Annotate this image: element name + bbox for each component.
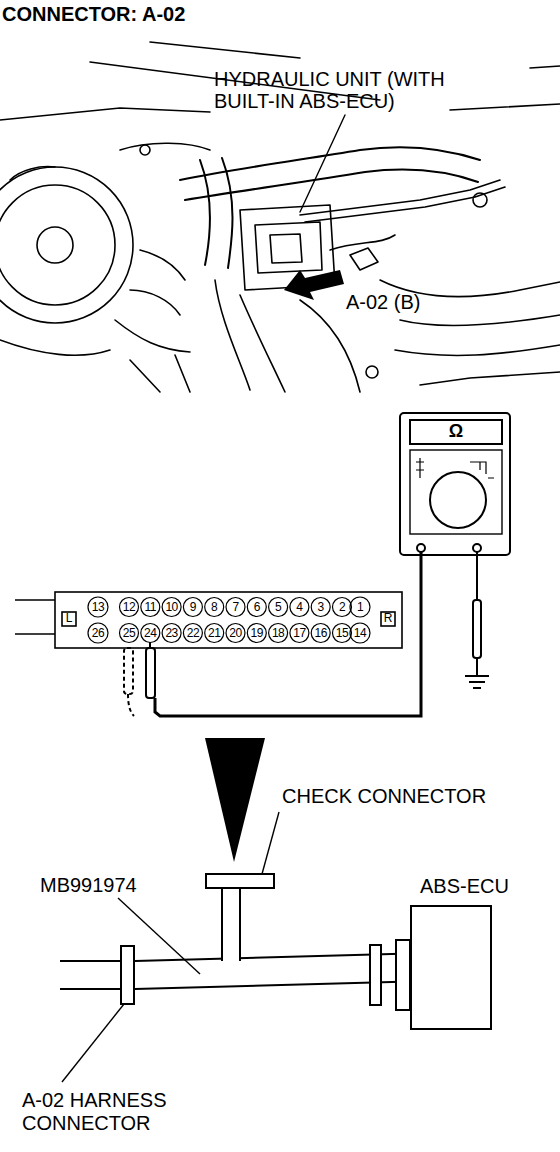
meter-symbol: Ω (449, 422, 463, 442)
pin-number: 4 (296, 601, 302, 613)
pin-number: 12 (123, 601, 135, 613)
pin-circle (162, 624, 181, 643)
pin-circle (333, 598, 352, 617)
ecu-box: ABS-ECU (410, 905, 492, 1030)
pin-circle (226, 598, 245, 617)
pin-number: 26 (92, 627, 104, 639)
pin-circle (269, 624, 288, 643)
pin-number: 21 (208, 627, 220, 639)
pin-circle (162, 598, 181, 617)
pin-circle (183, 598, 202, 617)
pin-number: 5 (275, 601, 281, 613)
pin-number: 8 (211, 601, 217, 613)
pin-number: 17 (293, 627, 305, 639)
pin-number: 2 (339, 601, 345, 613)
harness-connector-line (135, 954, 410, 990)
pin-number: 15 (336, 627, 348, 639)
harness-connector: A-02 HARNESS CONNECTOR (120, 945, 135, 1005)
pin-circle (247, 598, 266, 617)
pin-number: 18 (272, 627, 284, 639)
pin-circle (88, 597, 108, 617)
pin-circle (205, 624, 224, 643)
pin-number: 7 (232, 601, 238, 613)
pin-number: 3 (318, 601, 324, 613)
pin-number: 1 (357, 601, 363, 613)
pin-circle (226, 624, 245, 643)
pin-number: 10 (165, 601, 177, 613)
pin-number: 24 (144, 627, 156, 639)
connector-label: A-02 (B) (346, 291, 420, 313)
node-label: CHECK CONNECTOR (282, 785, 486, 808)
pin-circle (88, 623, 108, 643)
pin-number: 13 (92, 601, 104, 613)
part-label: HYDRAULIC UNIT (WITH BUILT-IN ABS-ECU) (214, 68, 464, 112)
pin-circle (350, 597, 370, 617)
pin-circle (183, 624, 202, 643)
pin-circle (120, 598, 139, 617)
pin-number: 11 (145, 601, 156, 613)
node-label: A-02 HARNESS CONNECTOR (22, 1089, 192, 1135)
pin-number: 23 (165, 627, 177, 639)
pin-circle (311, 624, 330, 643)
pin-number: 6 (254, 601, 260, 613)
pin-circle (205, 598, 224, 617)
pin-number: 25 (123, 627, 135, 639)
tool-number: MB991974 (40, 874, 137, 896)
side-mark: R (384, 612, 393, 625)
pin-number: 22 (187, 627, 199, 639)
pin-circle (269, 598, 288, 617)
pin-circle (311, 598, 330, 617)
side-mark: L (66, 612, 73, 625)
pin-circle (350, 623, 370, 643)
pin-circle (120, 624, 139, 643)
diagram-title: CONNECTOR: A-02 (2, 3, 185, 25)
pin-number: 14 (354, 627, 366, 639)
pin-circle (141, 598, 160, 617)
pin-circle (290, 598, 309, 617)
pin-circle (141, 624, 160, 643)
pin-number: 19 (251, 627, 263, 639)
node-label: ABS-ECU (420, 875, 509, 898)
pin-number: 9 (190, 601, 196, 613)
pin-circle (290, 624, 309, 643)
check-connector: CHECK CONNECTOR (205, 873, 275, 889)
pin-circle (247, 624, 266, 643)
pin-number: 16 (315, 627, 327, 639)
pin-number: 20 (229, 627, 241, 639)
pin-circle (333, 624, 352, 643)
